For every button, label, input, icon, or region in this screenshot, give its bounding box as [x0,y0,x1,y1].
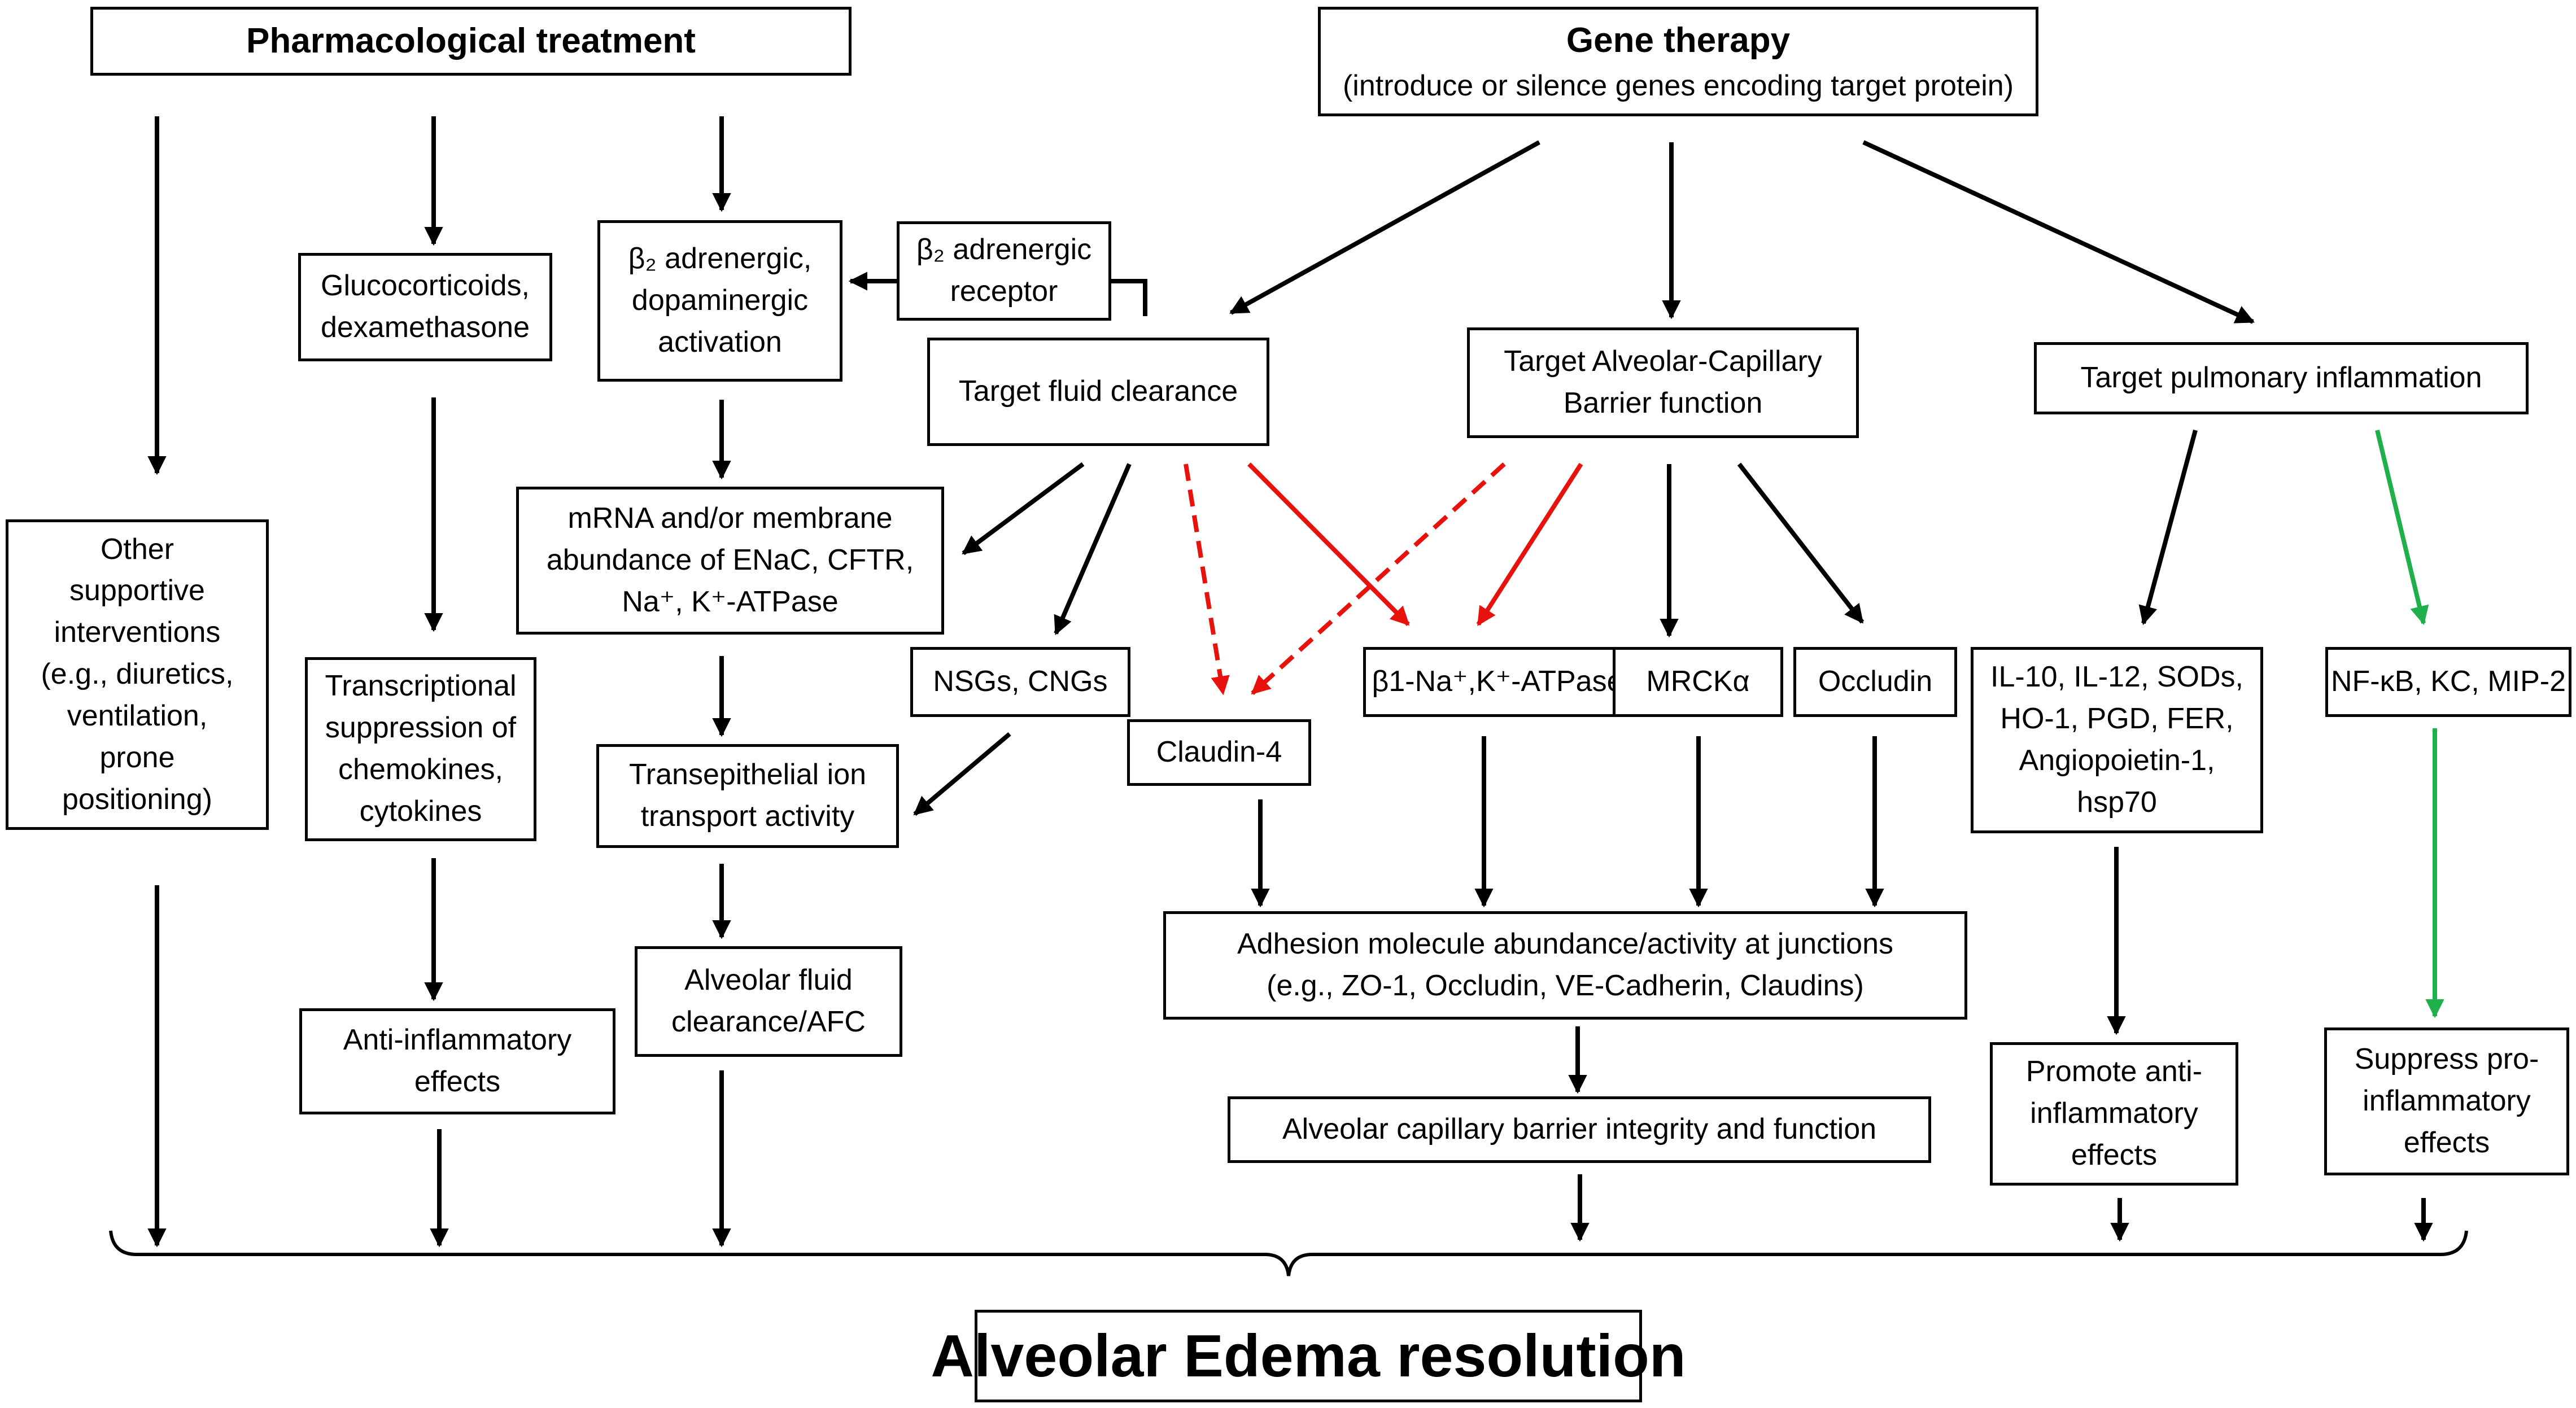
promote-anti-inflammatory-box: Promote anti-inflammatory effects [1990,1042,2238,1186]
box-text-line: Gene therapy [1566,21,1791,60]
box-text-line: receptor [950,275,1058,308]
box-text-line: Alveolar capillary barrier integrity and… [1282,1113,1877,1146]
box-text-line: Claudin-4 [1156,736,1282,769]
box-text-line: Transcriptional [325,670,517,703]
box-text-line: suppression of [325,711,517,745]
glucocorticoids-box: Glucocorticoids, dexamethasone [298,253,552,361]
box-text-line: positioning) [62,782,212,816]
alveolar-edema-resolution-box: Alveolar Edema resolution [931,1310,1686,1402]
other-supportive-box: Other supportive interventions (e.g., diure… [6,519,269,830]
box-text-line: HO-1, PGD, FER, [2000,702,2234,736]
box-text-line: NF-κB, KC, MIP-2 [2330,665,2566,698]
box-text-line: effects [2071,1138,2158,1171]
box-text-line: Target fluid clearance [958,375,1238,408]
mrna-membrane-box: mRNA and/or membrane abundance of ENaC, C… [516,487,944,635]
box-text-line: mRNA and/or membrane [567,502,893,535]
box-text-line: inflammatory [2363,1085,2531,1118]
box-text-line: Target pulmonary inflammation [2080,361,2482,395]
box-text-line: Occludin [1818,665,1933,698]
connector-arrow [1737,462,1865,624]
box-text-line: dexamethasone [320,311,530,344]
receptor-elbow-connector [1111,279,1147,316]
claudin4-box: Claudin-4 [1127,719,1311,786]
dashed-red-arrow [1251,462,1506,695]
suppress-pro-inflammatory-box: Suppress pro-inflammatory effects [2324,1027,2569,1175]
box-text-line: Na⁺, K⁺-ATPase [622,585,839,618]
dashed-red-arrow [1184,463,1230,696]
anti-inflammatory-box: Anti-inflammatory effects [299,1008,615,1114]
box-text-line: dopaminergic [631,284,809,317]
box-text-line: clearance/AFC [671,1005,866,1038]
box-text-line: Pharmacological treatment [246,21,696,60]
box-text-line: (introduce or silence genes encoding tar… [1342,69,2014,103]
beta2-activation-box: β₂ adrenergic, dopaminergic activation [597,220,842,382]
box-text-line: (e.g., ZO-1, Occludin, VE-Cadherin, Clau… [1267,969,1864,1002]
alveolar-afc-box: Alveolar fluid clearance/AFC [635,946,902,1057]
box-text-line: effects [414,1065,501,1098]
box-text-line: Target Alveolar-Capillary [1504,345,1822,378]
box-text-line: supportive [69,574,205,607]
connector-arrow [962,462,1085,556]
transcriptional-suppression-box: Transcriptional suppression of chemokines,… [305,657,536,841]
box-text-line: Promote anti- [2025,1055,2203,1088]
box-text-line: Adhesion molecule abundance/activity at … [1237,928,1894,961]
box-text-line: Anti-inflammatory [343,1024,572,1057]
box-text-line: β₂ adrenergic, [628,242,812,276]
box-text-line: ventilation, [67,699,208,732]
box-text-line: hsp70 [2077,785,2157,819]
box-text-line: Alveolar Edema resolution [931,1322,1686,1389]
beta1-atpase-box: β1-Na⁺,K⁺-ATPase [1363,647,1632,717]
box-text-line: MRCKα [1646,665,1750,698]
transepithelial-box: Transepithelial ion transport activity [596,744,899,848]
box-text-line: Alveolar fluid [684,964,853,997]
box-text-line: NSGs, CNGs [933,665,1108,698]
box-text-line: interventions [54,616,221,649]
target-fluid-clearance-box: Target fluid clearance [927,338,1269,446]
connector-arrow [1229,140,1540,315]
occludin-box: Occludin [1793,647,1957,717]
mrck-box: MRCKα [1613,647,1783,717]
connector-arrow [1054,463,1132,636]
gene-therapy-box: Gene therapy (introduce or silence genes … [1318,7,2038,116]
connector-arrow [2138,429,2198,626]
box-text-line: chemokines, [338,753,503,786]
target-inflammation-box: Target pulmonary inflammation [2034,342,2529,414]
green-arrow [2375,430,2429,626]
box-text-line: Other [100,532,174,566]
box-text-line: IL-10, IL-12, SODs, [1990,661,2243,694]
adhesion-box: Adhesion molecule abundance/activity at … [1163,911,1967,1020]
connector-arrow [1862,140,2255,324]
red-arrow [1247,462,1410,626]
beta2-receptor-box: β₂ adrenergic receptor [897,221,1111,321]
curly-brace [109,1230,2468,1276]
box-text-line: effects [2403,1126,2490,1159]
box-text-line: abundance of ENaC, CFTR, [546,544,914,577]
box-text-line: Suppress pro- [2354,1043,2539,1076]
box-text-line: prone [99,741,175,774]
red-arrow [1476,462,1583,626]
nsgs-cngs-box: NSGs, CNGs [910,647,1130,717]
pharmacological-treatment-box: Pharmacological treatment [90,7,852,76]
barrier-integrity-box: Alveolar capillary barrier integrity and… [1228,1096,1931,1163]
il10-group-box: IL-10, IL-12, SODs, HO-1, PGD, FER, Angiop… [1971,647,2263,833]
nfkb-group-box: NF-κB, KC, MIP-2 [2325,647,2571,717]
box-text-line: activation [658,325,782,358]
box-text-line: Glucocorticoids, [321,269,530,303]
box-text-line: transport activity [640,800,855,833]
box-text-line: β₂ adrenergic [916,233,1092,266]
box-text-line: Transepithelial ion [628,758,867,792]
box-text-line: β1-Na⁺,K⁺-ATPase [1372,665,1623,698]
box-text-line: (e.g., diuretics, [41,658,234,691]
box-text-line: cytokines [359,794,482,828]
box-text-line: Angiopoietin-1, [2019,744,2215,777]
box-text-line: inflammatory [2030,1097,2198,1130]
connector-arrow [913,732,1011,816]
box-text-line: Barrier function [1563,387,1763,419]
